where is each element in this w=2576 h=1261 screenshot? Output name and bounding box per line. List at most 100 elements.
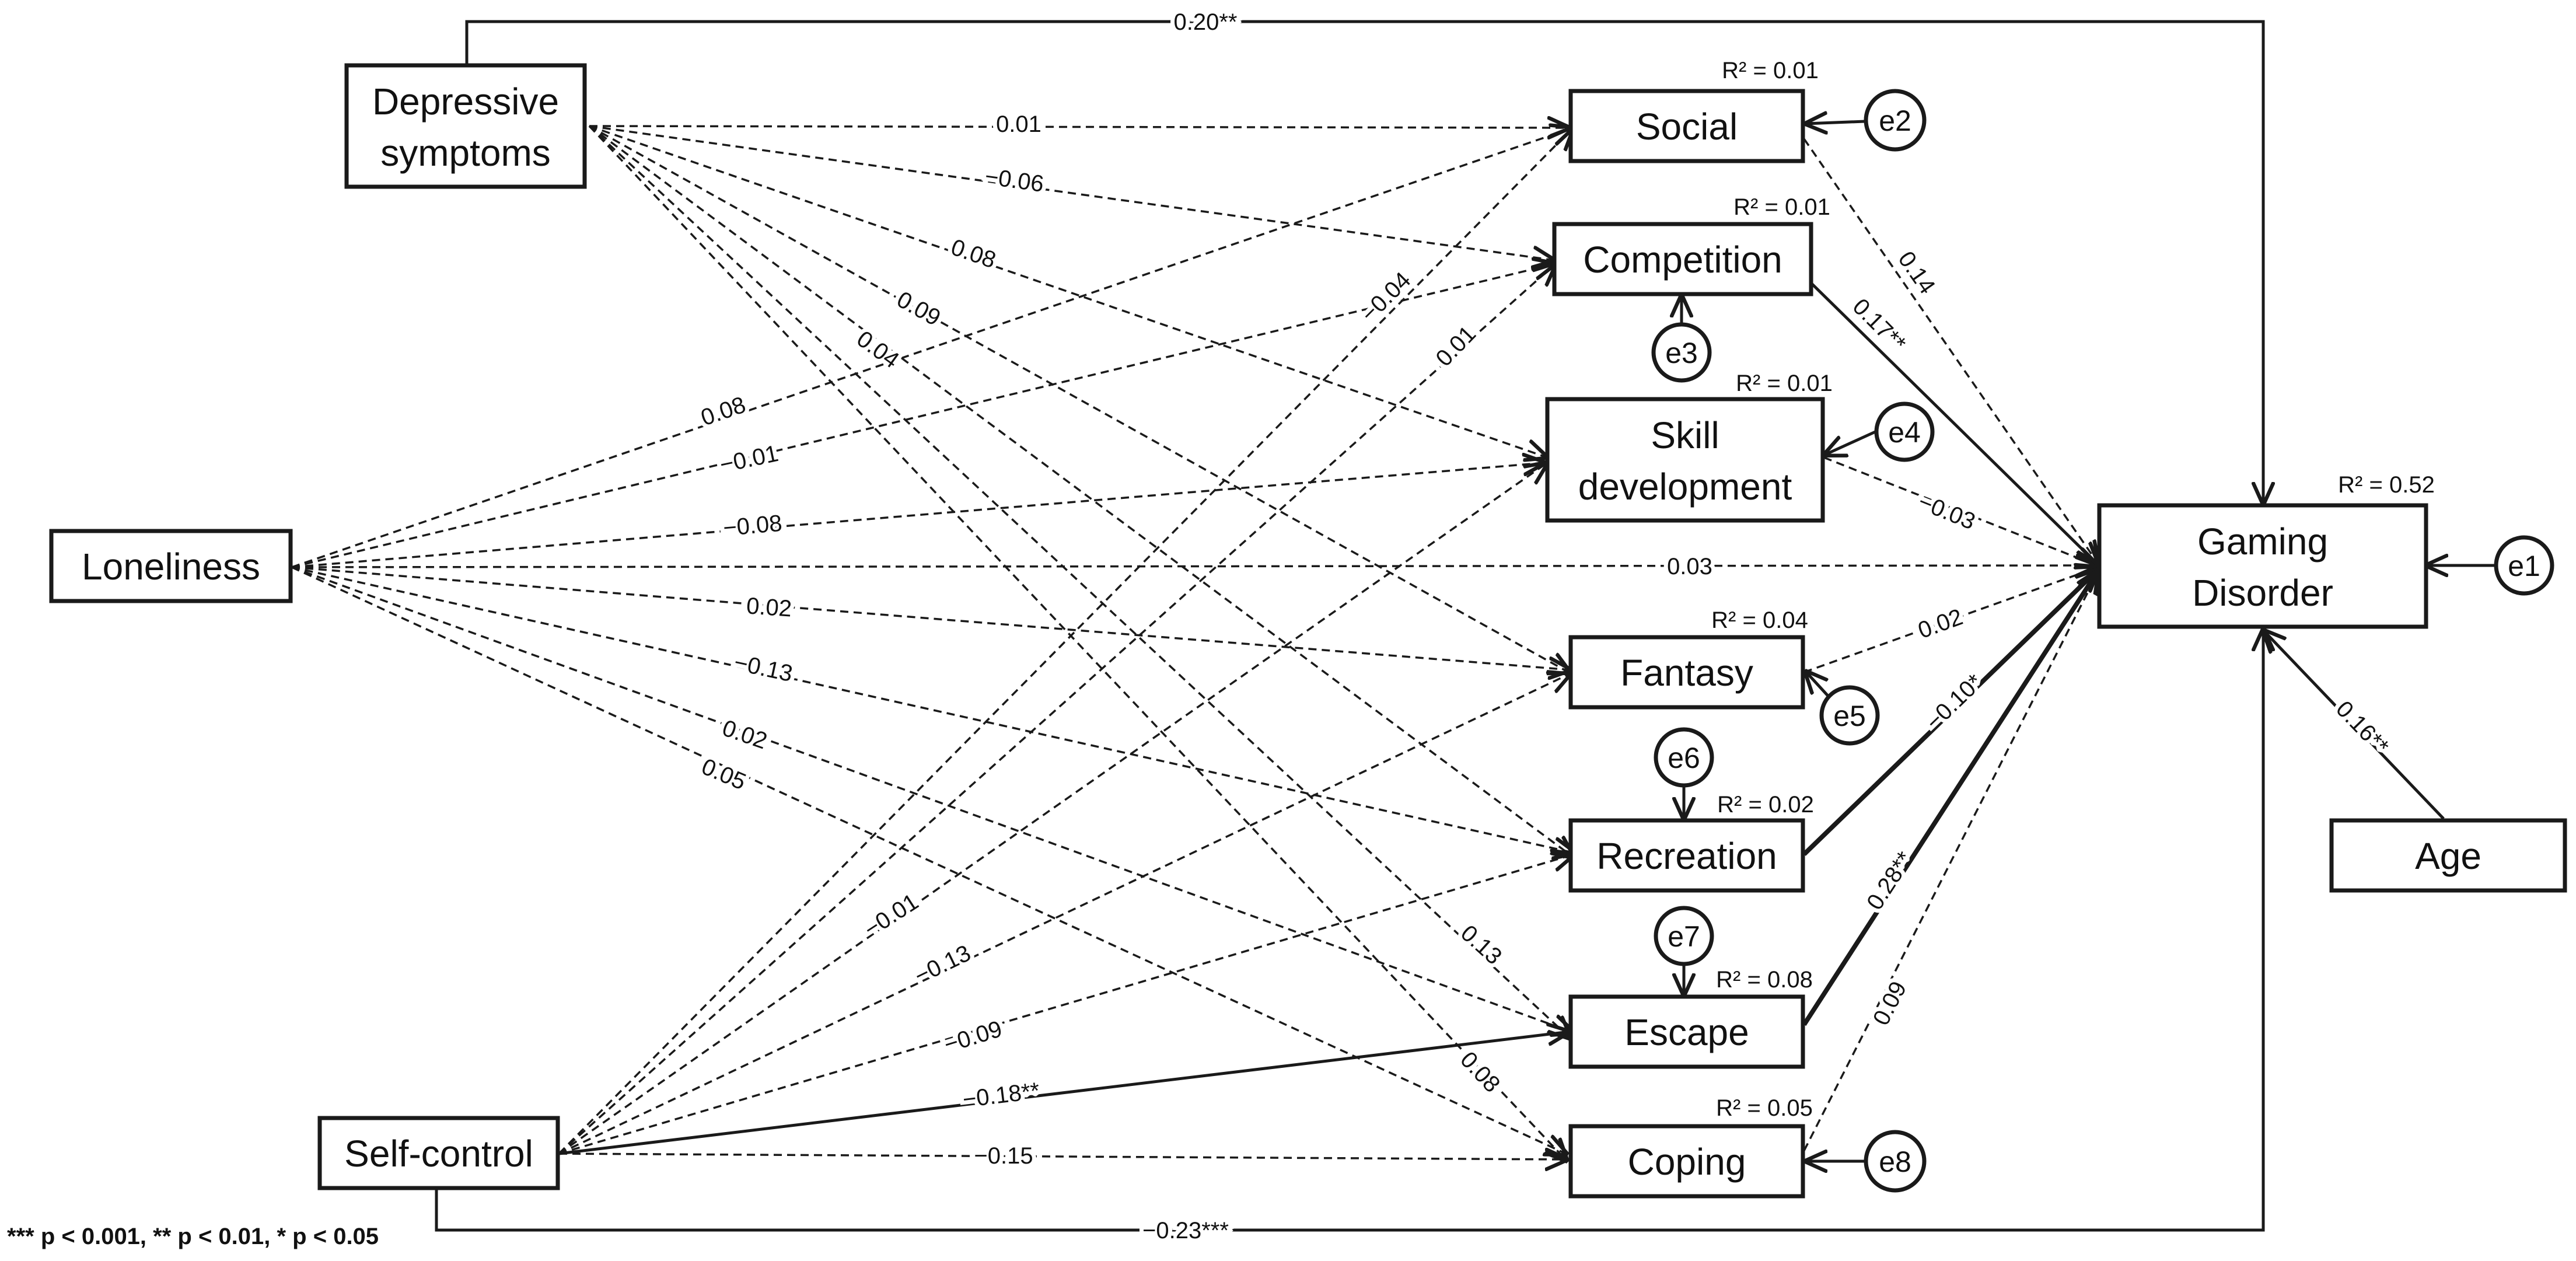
node-depressive-line1: Depressive — [372, 81, 559, 123]
path-age-gd — [2263, 630, 2445, 820]
rsq-fantasy: R² = 0.04 — [1711, 607, 1808, 633]
error-e7: e7 — [1654, 906, 1714, 966]
coef-dep-skill: 0.08 — [948, 235, 999, 274]
path-dep-social — [589, 126, 1570, 128]
node-gaming-disorder: Gaming Disorder R² = 0.52 — [2097, 472, 2435, 629]
path-lon-skill — [291, 463, 1545, 568]
node-coping-label: Coping — [1628, 1141, 1746, 1183]
coef-fantasy-gd: 0.02 — [1915, 604, 1966, 644]
error-e3: e3 — [1651, 322, 1712, 383]
path-recreation-gd — [1802, 570, 2098, 856]
error-e4: e4 — [1874, 401, 1935, 462]
error-e5: e5 — [1819, 685, 1880, 746]
path-sc-recreation — [558, 854, 1574, 1155]
rsq-coping: R² = 0.05 — [1716, 1095, 1813, 1121]
node-self-control-label: Self-control — [344, 1133, 533, 1175]
svg-text:e7: e7 — [1668, 920, 1700, 953]
path-social-gd — [1803, 138, 2098, 564]
coef-coping-gd: 0.09 — [1868, 977, 1912, 1029]
node-fantasy-label: Fantasy — [1620, 652, 1753, 694]
err-arrow-e2 — [1805, 121, 1865, 124]
svg-text:e8: e8 — [1879, 1145, 1911, 1178]
error-e1: e1 — [2494, 535, 2554, 596]
path-skill-gd — [1823, 456, 2098, 566]
path-sc-fantasy — [558, 673, 1571, 1155]
coef-lon-escape: 0.02 — [719, 715, 770, 754]
path-lon-recreation — [291, 566, 1575, 853]
coef-lon-social: 0.08 — [698, 392, 749, 431]
coef-sc-fantasy: −0.13 — [910, 940, 974, 989]
svg-text:e4: e4 — [1888, 416, 1921, 449]
path-dep-skill — [589, 125, 1547, 457]
node-social-label: Social — [1636, 106, 1738, 148]
coef-sc-escape: −0.18** — [962, 1078, 1041, 1113]
node-skill-development: Skill development R² = 0.01 — [1545, 371, 1833, 523]
coef-dep-comp: −0.06 — [983, 163, 1045, 197]
node-competition-label: Competition — [1583, 239, 1782, 281]
coef-dep-coping: 0.08 — [1455, 1047, 1505, 1098]
node-escape: Escape R² = 0.08 — [1568, 967, 1813, 1069]
coef-sc-skill: −0.01 — [859, 889, 923, 942]
path-fantasy-gd — [1803, 567, 2098, 673]
coef-dep-social: 0.01 — [996, 111, 1041, 137]
significance-footnote: *** p < 0.001, ** p < 0.01, * p < 0.05 — [7, 1224, 379, 1249]
coef-sc-coping: −0.15 — [974, 1143, 1033, 1169]
svg-text:e3: e3 — [1665, 337, 1698, 369]
coef-lon-recreation: −0.13 — [732, 649, 795, 687]
node-self-control: Self-control — [317, 1116, 560, 1190]
node-gaming-line2: Disorder — [2192, 572, 2333, 614]
error-e8: e8 — [1864, 1130, 1927, 1193]
coef-skill-gd: −0.03 — [1914, 489, 1979, 535]
error-e2: e2 — [1864, 89, 1927, 152]
node-recreation-label: Recreation — [1596, 835, 1777, 877]
svg-text:e1: e1 — [2508, 550, 2540, 582]
node-loneliness-label: Loneliness — [82, 546, 260, 588]
path-lon-fantasy — [291, 566, 1571, 670]
path-sc-escape — [558, 1032, 1570, 1155]
err-arrow-e5 — [1805, 671, 1832, 700]
coef-lon-comp: −0.01 — [718, 441, 781, 478]
path-escape-gd — [1802, 571, 2098, 1026]
svg-text:e2: e2 — [1879, 104, 1911, 137]
rsq-recreation: R² = 0.02 — [1717, 792, 1814, 818]
coef-dep-fantasy: 0.09 — [893, 287, 945, 331]
path-dep-comp — [589, 125, 1554, 260]
coef-sc-recreation: −0.09 — [941, 1016, 1005, 1058]
coef-comp-gd: 0.17** — [1848, 294, 1911, 357]
path-sc-social — [558, 128, 1573, 1155]
coef-lon-skill: −0.08 — [722, 511, 784, 542]
path-lon-social — [291, 128, 1573, 568]
coef-lon-gd: 0.03 — [1667, 554, 1712, 579]
node-loneliness: Loneliness — [49, 529, 293, 603]
node-age: Age — [2329, 818, 2567, 893]
path-sc-coping — [558, 1154, 1567, 1159]
rsq-social: R² = 0.01 — [1722, 58, 1819, 83]
node-escape-label: Escape — [1624, 1011, 1749, 1053]
path-lon-gd — [291, 565, 2098, 567]
path-dep-gd — [465, 20, 2263, 504]
node-depressive-symptoms: Depressive symptoms — [344, 63, 587, 189]
path-dep-coping — [588, 125, 1567, 1161]
path-sc-gd — [435, 629, 2263, 1232]
rsq-escape: R² = 0.08 — [1716, 967, 1813, 993]
node-recreation: Recreation R² = 0.02 — [1568, 792, 1814, 893]
coef-dep-gd: 0.20** — [1174, 9, 1238, 35]
node-gaming-line1: Gaming — [2197, 521, 2328, 563]
node-competition: Competition R² = 0.01 — [1552, 194, 1830, 296]
coef-sc-gd: −0.23*** — [1142, 1218, 1229, 1243]
path-sc-skill — [558, 463, 1547, 1155]
coef-age-gd: 0.16** — [2331, 696, 2393, 760]
coef-social-gd: 0.14 — [1893, 247, 1940, 299]
error-e6: e6 — [1654, 727, 1714, 788]
node-depressive-line2: symptoms — [380, 132, 551, 174]
svg-text:e5: e5 — [1833, 700, 1866, 732]
coef-sc-comp: 0.01 — [1431, 321, 1481, 372]
node-social: Social R² = 0.01 — [1568, 58, 1819, 163]
path-coping-gd — [1803, 572, 2098, 1151]
rsq-skill: R² = 0.01 — [1736, 371, 1833, 396]
err-arrow-e4 — [1824, 430, 1876, 455]
path-lon-comp — [291, 264, 1556, 568]
node-age-label: Age — [2415, 835, 2481, 877]
node-skill-line1: Skill — [1651, 414, 1719, 456]
